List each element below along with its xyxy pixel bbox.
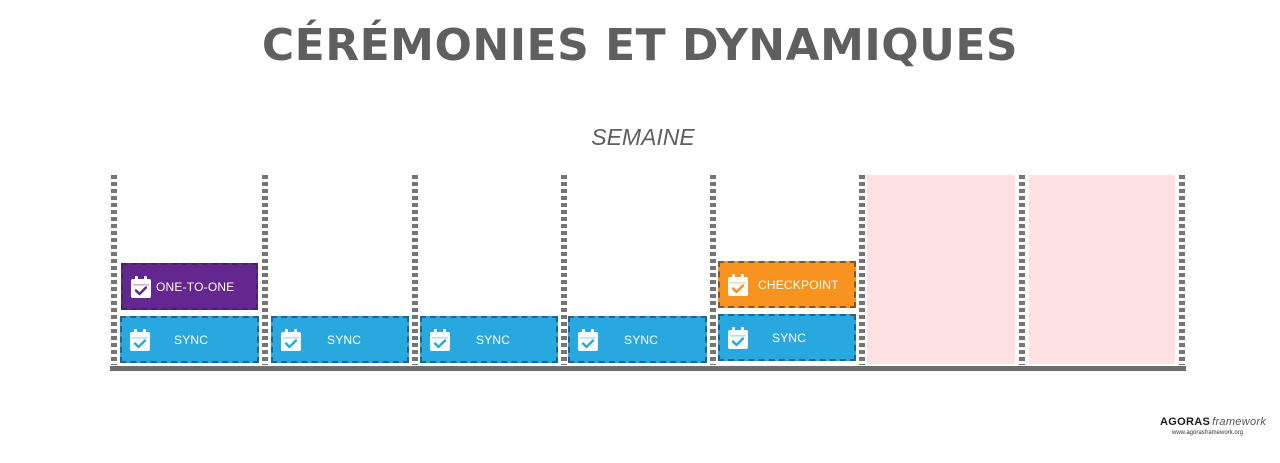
calendar-check-icon xyxy=(728,274,748,296)
event-label: SYNC xyxy=(174,332,209,347)
day-divider xyxy=(859,175,865,365)
sync-event[interactable]: SYNC xyxy=(420,316,558,363)
event-label: SYNC xyxy=(476,332,511,347)
week-label: SEMAINE xyxy=(591,124,695,150)
logo-brand-name: AGORAS xyxy=(1160,416,1211,428)
event-label: CHECKPOINT xyxy=(758,277,839,292)
calendar-check-icon xyxy=(728,327,748,349)
day-divider xyxy=(262,175,268,365)
calendar-check-icon xyxy=(281,329,301,351)
sync-event[interactable]: SYNC xyxy=(120,316,259,363)
checkpoint-event[interactable]: CHECKPOINT xyxy=(718,261,856,308)
event-label: SYNC xyxy=(327,332,362,347)
sync-event[interactable]: SYNC xyxy=(718,314,856,361)
calendar-check-icon xyxy=(430,329,450,351)
sync-event[interactable]: SYNC xyxy=(568,316,707,363)
day-divider xyxy=(1019,175,1025,365)
event-label: ONE-TO-ONE xyxy=(156,279,235,294)
calendar-check-icon xyxy=(131,276,151,298)
one-to-one-event[interactable]: ONE-TO-ONE xyxy=(121,263,258,310)
logo-url: www.agorasframework.org xyxy=(1172,430,1244,436)
day-divider xyxy=(710,175,716,365)
event-label: SYNC xyxy=(772,330,807,345)
calendar-check-icon xyxy=(578,329,598,351)
logo-brand-suffix: framework xyxy=(1212,416,1267,428)
calendar-check-icon xyxy=(130,329,150,351)
day-divider xyxy=(111,175,117,365)
timeline-axis xyxy=(110,366,1186,371)
weekend-day-sunday xyxy=(1029,175,1175,364)
sync-event[interactable]: SYNC xyxy=(271,316,409,363)
day-divider xyxy=(561,175,567,365)
event-label: SYNC xyxy=(624,332,659,347)
page-title: CÉRÉMONIES ET DYNAMIQUES xyxy=(261,20,1019,71)
weekend-day-saturday xyxy=(867,175,1015,364)
day-divider xyxy=(1179,175,1185,365)
day-divider xyxy=(412,175,418,365)
